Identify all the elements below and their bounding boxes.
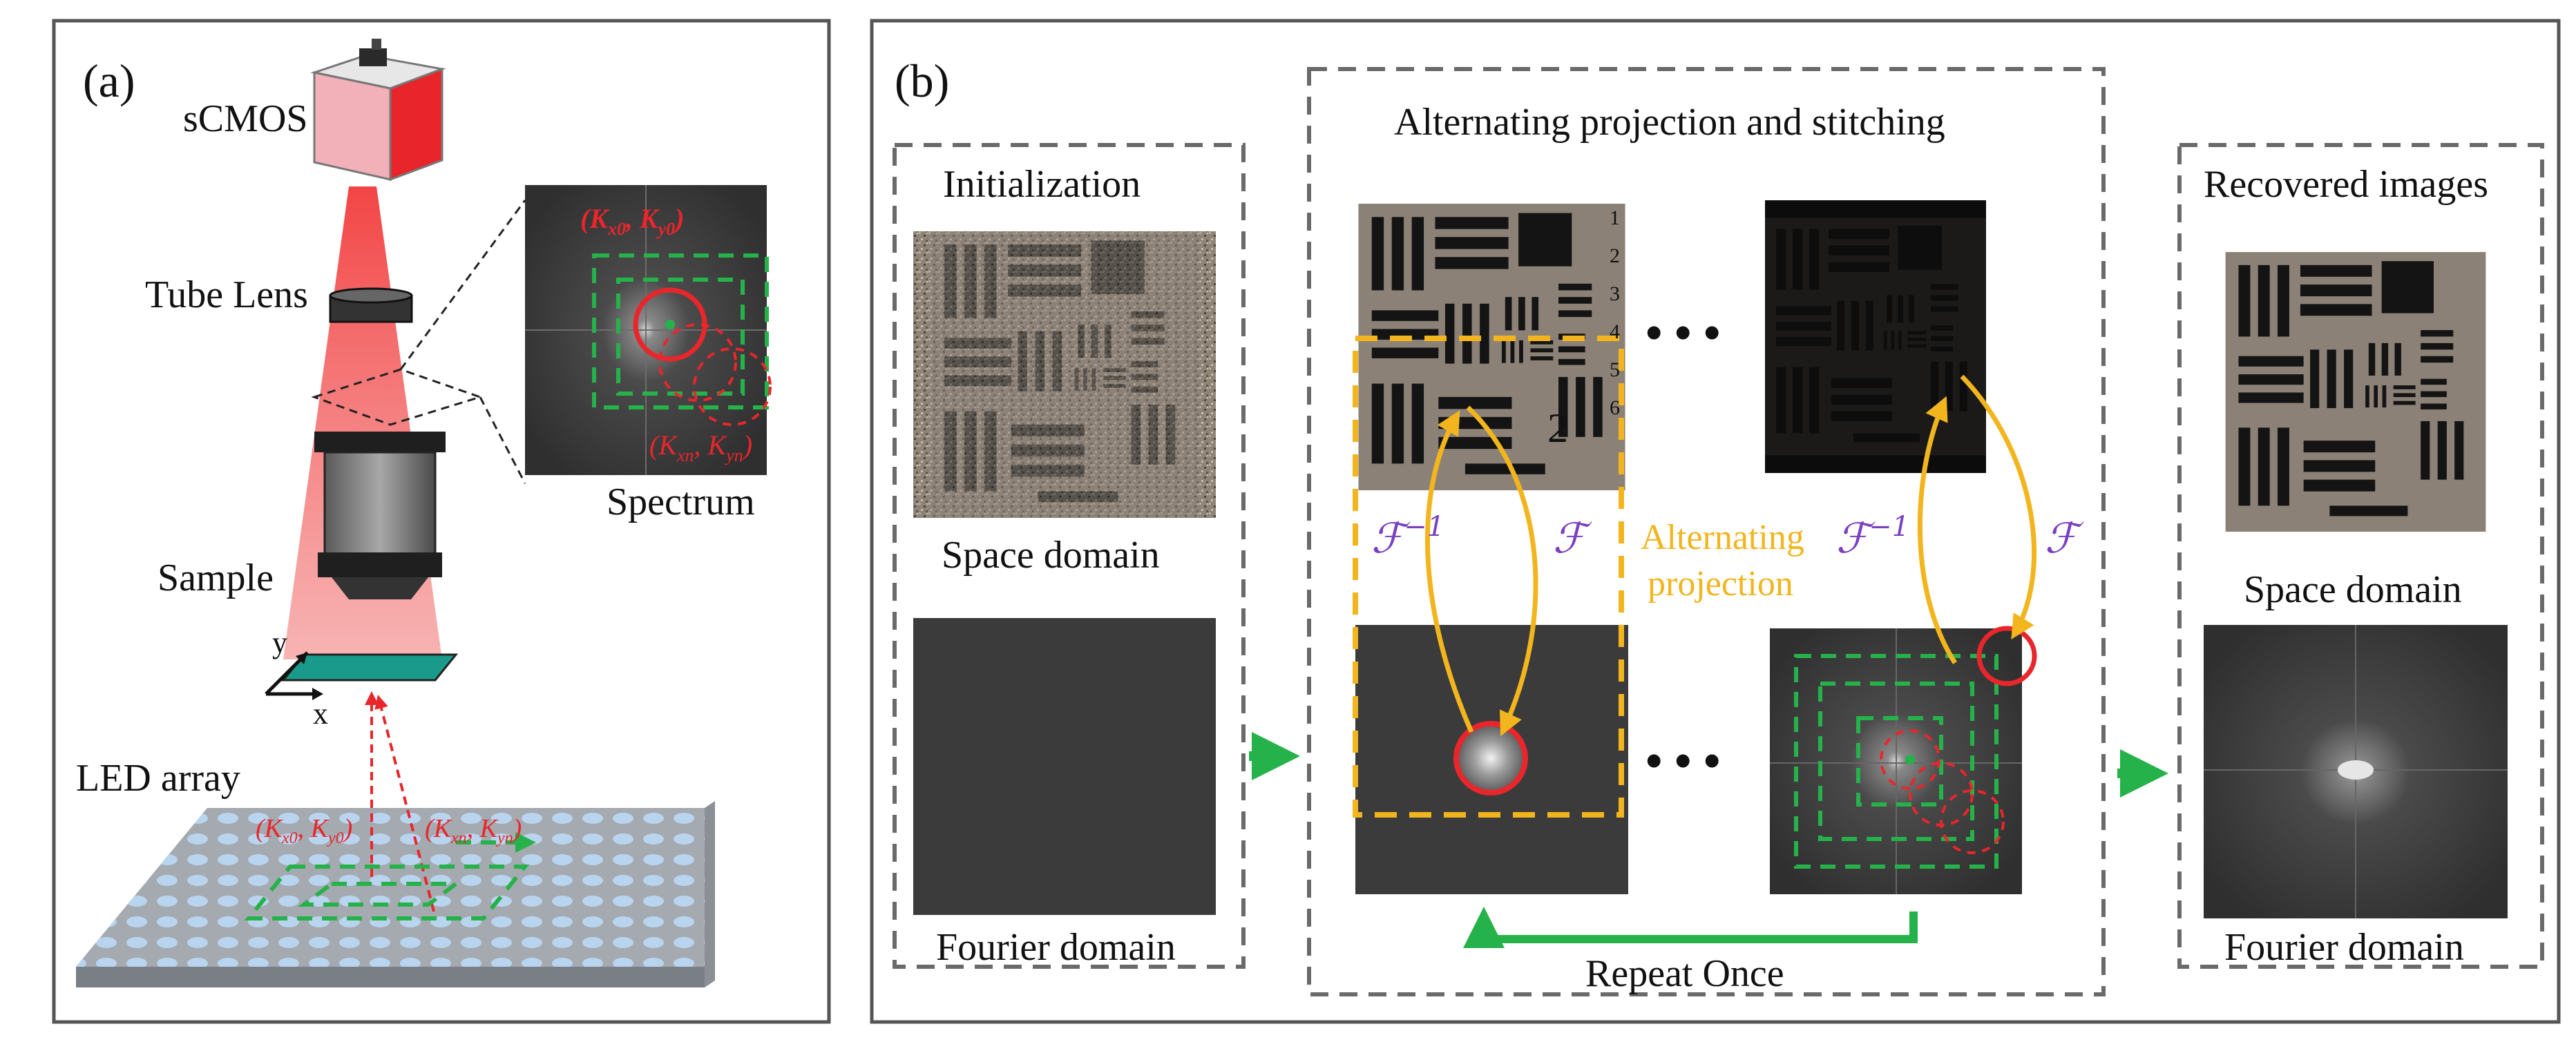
space-image-1 (1358, 204, 1625, 490)
spectrum-plane (311, 368, 484, 426)
objective-icon (314, 432, 446, 599)
recovered-space-domain-label: Space domain (2244, 568, 2462, 611)
init-space-domain-label: Space domain (942, 534, 1160, 577)
panel-b-label: (b) (895, 55, 949, 107)
recovered-box (2177, 143, 2544, 969)
spectrum-label: Spectrum (607, 481, 755, 523)
recovered-space-image (2225, 252, 2486, 532)
led-scan-path (244, 832, 536, 920)
svg-text:1: 1 (1610, 206, 1620, 229)
alternating-highlight (1353, 336, 1624, 818)
ft-arrow-1 (1466, 405, 1538, 737)
projection-box (1307, 67, 2106, 996)
svg-text:6: 6 (1610, 396, 1620, 419)
svg-text:2: 2 (1610, 244, 1620, 267)
led-kn-label: (Kxn, Kyn) (425, 814, 522, 847)
led-array (76, 801, 715, 987)
panel-a-label: (a) (83, 55, 135, 107)
panel-b: (b) Initialization Space domain Fourier … (870, 19, 2561, 1024)
led-k0-label: (Kx0, Ky0) (256, 814, 352, 847)
axis-x-label: x (313, 697, 328, 731)
svg-text:2: 2 (1547, 405, 1568, 451)
alternating-label-line1: Alternating (1641, 518, 1804, 557)
recovered-title: Recovered images (2204, 163, 2488, 206)
init-space-image (913, 231, 1216, 518)
tube-lens-label: Tube Lens (145, 273, 308, 316)
space-image-n (1765, 200, 1986, 473)
svg-text:5: 5 (1610, 358, 1620, 381)
init-fourier-image (913, 618, 1216, 915)
inverse-ft-label-n: ℱ−1 (1836, 511, 1909, 563)
sample-label: Sample (158, 557, 274, 599)
recovered-fourier-image (2204, 625, 2508, 918)
recovered-fourier-domain-label: Fourier domain (2224, 926, 2464, 969)
usaf-numbers: 1 2 3 4 5 6 2 (1547, 206, 1620, 451)
ft-arrow-n (1960, 374, 2036, 639)
inverse-ft-arrow-n (1917, 396, 1957, 664)
alternating-label-line2: projection (1648, 564, 1793, 604)
xy-axes (265, 651, 323, 700)
panel-a: (a) sCMOS Tube Lens (52, 19, 831, 1024)
inverse-ft-arrow-1 (1424, 409, 1474, 733)
camera-label: sCMOS (183, 97, 308, 140)
svg-text:3: 3 (1610, 282, 1620, 305)
fourier-image-n (1770, 626, 2037, 894)
tube-lens-icon (329, 287, 413, 323)
repeat-arrow (1463, 907, 1918, 948)
spectrum-image (525, 185, 772, 475)
initialization-box (893, 143, 1246, 969)
repeat-label: Repeat Once (1585, 952, 1784, 995)
illumination-line-n (374, 695, 435, 912)
svg-text:4: 4 (1610, 320, 1620, 343)
sample-stage (280, 653, 459, 682)
ellipsis-bottom: • • • (1645, 735, 1721, 788)
initialization-title: Initialization (943, 163, 1141, 206)
led-array-label: LED array (76, 757, 240, 800)
projection-title: Alternating projection and stitching (1394, 101, 1945, 144)
camera-icon (310, 39, 446, 182)
axis-y-label: y (272, 626, 287, 659)
fourier-image-1 (1355, 625, 1628, 894)
init-fourier-domain-label: Fourier domain (936, 926, 1176, 969)
spectrum-k0-label: (Kx0, Ky0) (580, 203, 685, 239)
ellipsis-top: • • • (1645, 307, 1721, 360)
spectrum-kn-label: (Kxn, Kyn) (649, 430, 752, 465)
